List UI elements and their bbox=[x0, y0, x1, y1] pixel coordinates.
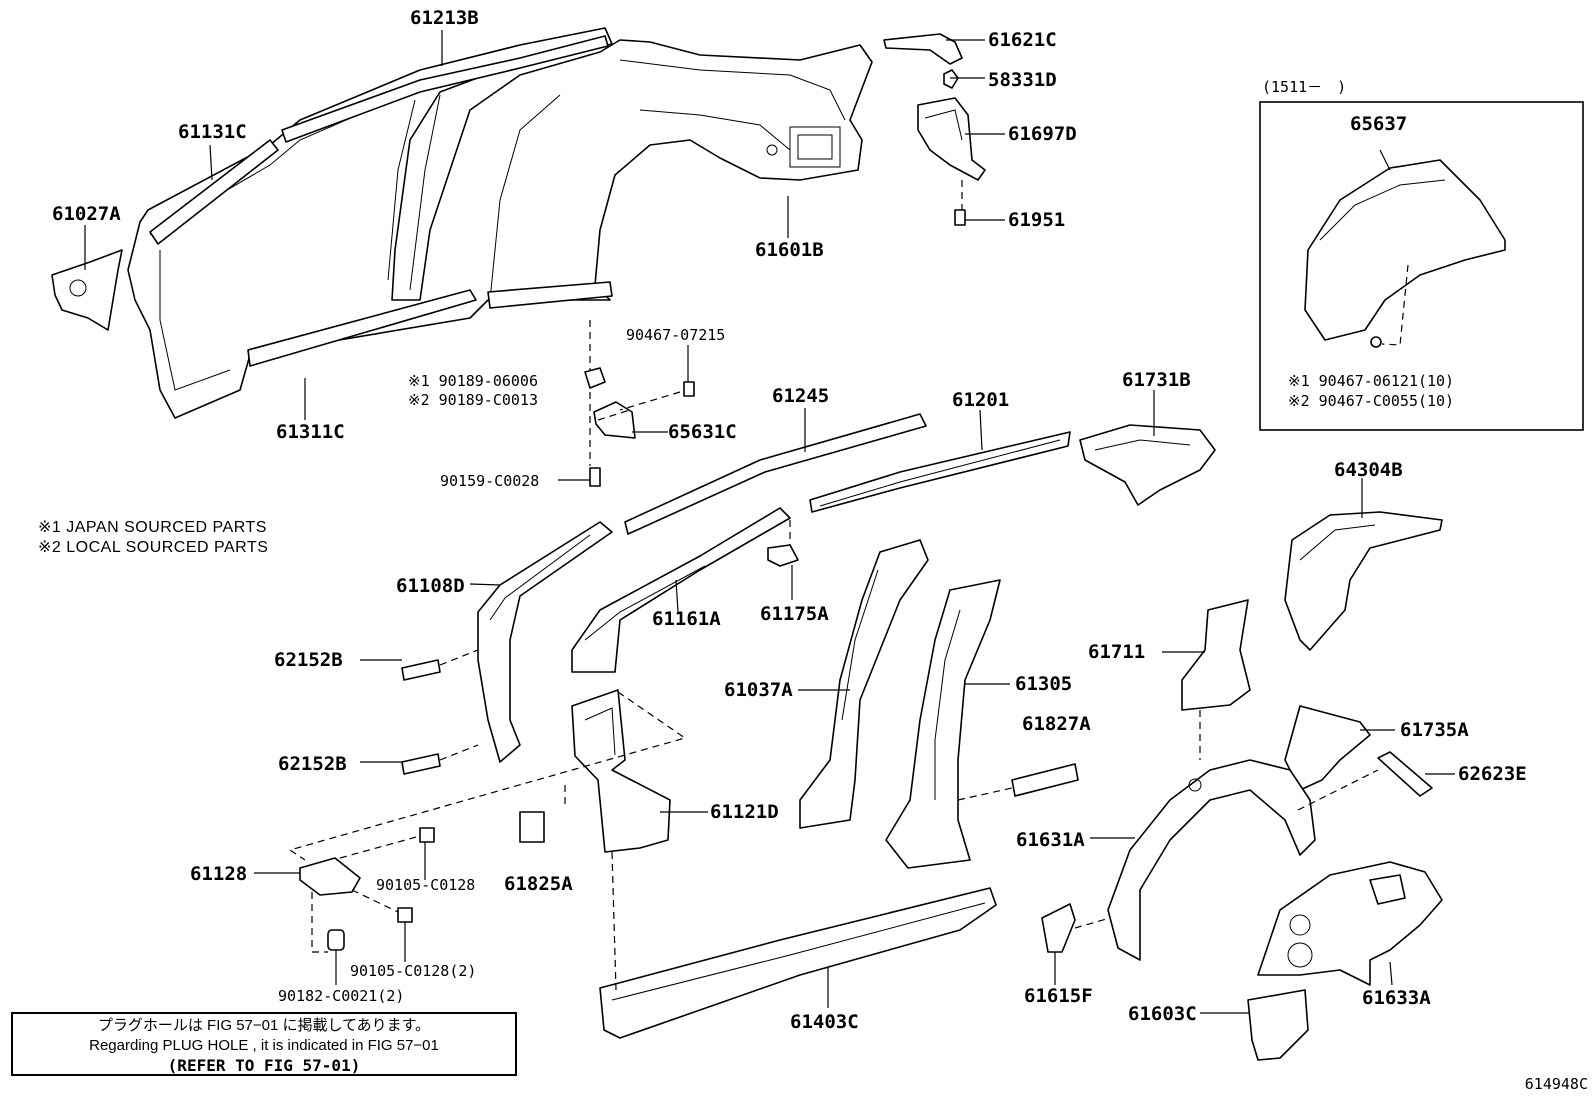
label-61027A: 61027A bbox=[52, 203, 121, 225]
label-61827A: 61827A bbox=[1022, 713, 1091, 735]
roof-rail-strip bbox=[281, 35, 609, 143]
label-61825A: 61825A bbox=[504, 873, 573, 895]
part-61631A bbox=[1107, 759, 1316, 961]
part-61175A bbox=[767, 544, 799, 567]
label-90189-C0013: ※2 90189-C0013 bbox=[408, 391, 538, 409]
part-61633A bbox=[1257, 861, 1443, 986]
label-61951: 61951 bbox=[1008, 209, 1065, 231]
bolt-90105-lower bbox=[397, 907, 413, 923]
part-61245 bbox=[624, 413, 927, 535]
fastener-90467-07215 bbox=[683, 350, 695, 397]
part-65637 bbox=[1304, 159, 1506, 341]
label-61213B: 61213B bbox=[410, 7, 479, 29]
label-61311C: 61311C bbox=[276, 421, 345, 443]
figure-code: 614948C bbox=[1524, 1075, 1588, 1093]
part-61697D bbox=[917, 97, 986, 181]
label-61128: 61128 bbox=[190, 863, 247, 885]
pad-62152B-upper bbox=[401, 659, 441, 681]
label-61621C: 61621C bbox=[988, 29, 1057, 51]
label-61175A: 61175A bbox=[760, 603, 829, 625]
label-58331D: 58331D bbox=[988, 69, 1057, 91]
pad-62152B-lower bbox=[401, 753, 441, 775]
label-90467-07215: 90467-07215 bbox=[626, 326, 725, 344]
label-62152B-upper: 62152B bbox=[274, 649, 343, 671]
part-61027A bbox=[51, 249, 123, 331]
bolt-90105-upper bbox=[419, 827, 435, 843]
label-62623E: 62623E bbox=[1458, 763, 1527, 785]
label-90182-C0021: 90182-C0021(2) bbox=[278, 987, 404, 1005]
front-pillar-strip bbox=[149, 139, 279, 245]
label-65631C: 65631C bbox=[668, 421, 737, 443]
label-61161A: 61161A bbox=[652, 608, 721, 630]
label-90159-C0028: 90159-C0028 bbox=[440, 472, 539, 490]
part-61305 bbox=[885, 579, 1001, 869]
rear-rocker-strip bbox=[487, 281, 613, 309]
label-61403C: 61403C bbox=[790, 1011, 859, 1033]
label-61615F: 61615F bbox=[1024, 985, 1093, 1007]
part-labels: 61213B 61621C 58331D 61131C 61697D 61027… bbox=[52, 7, 1527, 1033]
label-90189-06006: ※1 90189-06006 bbox=[408, 372, 538, 390]
leader-lines bbox=[84, 30, 1455, 1014]
label-61697D: 61697D bbox=[1008, 123, 1077, 145]
part-61108D bbox=[477, 521, 613, 763]
dashed-lines bbox=[288, 180, 1409, 991]
part-61121D bbox=[571, 689, 671, 853]
label-61131C: 61131C bbox=[178, 121, 247, 143]
part-61735A bbox=[1284, 705, 1371, 791]
part-62623E bbox=[1377, 751, 1433, 797]
fastener-90189 bbox=[584, 367, 606, 389]
part-61128 bbox=[299, 857, 361, 896]
label-61305: 61305 bbox=[1015, 673, 1072, 695]
legend: ※1 JAPAN SOURCED PARTS ※2 LOCAL SOURCED … bbox=[38, 519, 268, 556]
plug-note-en: Regarding PLUG HOLE , it is indicated in… bbox=[89, 1037, 439, 1054]
label-61711: 61711 bbox=[1088, 641, 1145, 663]
grommet-90182 bbox=[327, 929, 345, 951]
fastener-90159-C0028 bbox=[589, 467, 601, 487]
part-58331D bbox=[943, 69, 959, 89]
part-61621C bbox=[883, 33, 963, 65]
label-61633A: 61633A bbox=[1362, 987, 1431, 1009]
part-64304B bbox=[1284, 511, 1443, 651]
label-61735A: 61735A bbox=[1400, 719, 1469, 741]
inset-labels: (1511－ ) 65637 ※1 90467-06121(10) ※2 904… bbox=[1262, 78, 1454, 410]
label-65637: 65637 bbox=[1350, 113, 1407, 135]
part-61403C bbox=[599, 887, 997, 1039]
body-side-outer-panel bbox=[127, 27, 873, 419]
part-61161A bbox=[571, 507, 791, 673]
part-61603C bbox=[1247, 989, 1309, 1061]
part-61711 bbox=[1181, 599, 1251, 711]
label-90105-C0128-2: 90105-C0128(2) bbox=[350, 962, 476, 980]
inset-box bbox=[1259, 101, 1584, 431]
plug-hole-note: プラグホールは FIG 57−01 に掲載してあります。 Regarding P… bbox=[11, 1012, 517, 1076]
plug-note-ref: (REFER TO FIG 57-01) bbox=[167, 1056, 361, 1075]
inset-line-1: ※1 90467-06121(10) bbox=[1288, 372, 1454, 390]
legend-line-1: ※1 JAPAN SOURCED PARTS bbox=[38, 519, 267, 536]
legend-line-2: ※2 LOCAL SOURCED PARTS bbox=[38, 539, 268, 556]
label-62152B-lower: 62152B bbox=[278, 753, 347, 775]
part-61951 bbox=[954, 209, 966, 226]
part-61827A bbox=[1011, 763, 1079, 797]
label-90105-C0128: 90105-C0128 bbox=[376, 876, 475, 894]
label-61121D: 61121D bbox=[710, 801, 779, 823]
label-61631A: 61631A bbox=[1016, 829, 1085, 851]
label-64304B: 64304B bbox=[1334, 459, 1403, 481]
label-61245: 61245 bbox=[772, 385, 829, 407]
plug-note-jp: プラグホールは FIG 57−01 に掲載してあります。 bbox=[97, 1017, 431, 1034]
label-61201: 61201 bbox=[952, 389, 1009, 411]
label-61037A: 61037A bbox=[724, 679, 793, 701]
part-65631C bbox=[593, 401, 636, 439]
inset-line-2: ※2 90467-C0055(10) bbox=[1288, 392, 1454, 410]
part-61825A bbox=[519, 811, 545, 843]
label-61603C: 61603C bbox=[1128, 1003, 1197, 1025]
part-61731B bbox=[1079, 424, 1216, 506]
rocker-strip bbox=[247, 289, 477, 367]
part-61037A bbox=[799, 539, 929, 829]
label-61731B: 61731B bbox=[1122, 369, 1191, 391]
label-61108D: 61108D bbox=[396, 575, 465, 597]
inset-range: (1511－ ) bbox=[1262, 78, 1346, 96]
part-61615F bbox=[1041, 903, 1076, 953]
label-61601B: 61601B bbox=[755, 239, 824, 261]
fastener-90467-06121 bbox=[1370, 336, 1382, 348]
